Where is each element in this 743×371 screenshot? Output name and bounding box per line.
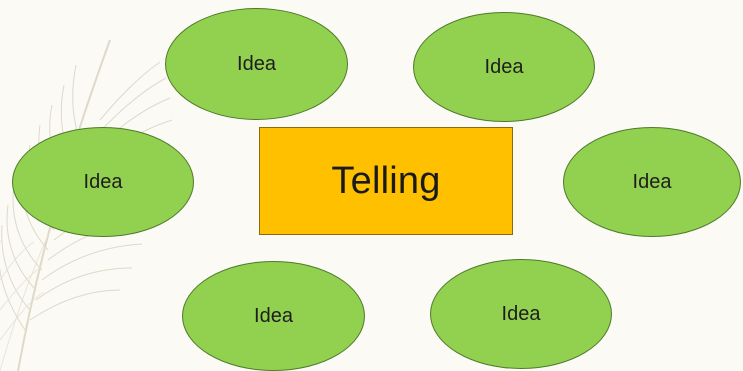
idea-label: Idea (254, 304, 293, 327)
idea-label: Idea (237, 52, 276, 75)
idea-label: Idea (632, 170, 672, 193)
idea-oval: Idea (413, 12, 595, 122)
idea-oval: Idea (430, 259, 612, 369)
center-label: Telling (331, 159, 441, 202)
idea-label: Idea (501, 302, 541, 325)
idea-oval: Idea (563, 127, 741, 237)
idea-oval: Idea (165, 8, 348, 120)
idea-label: Idea (484, 55, 524, 78)
idea-oval: Idea (12, 127, 194, 237)
idea-oval: Idea (182, 261, 365, 371)
idea-label: Idea (83, 170, 123, 193)
center-box: Telling (259, 127, 513, 235)
